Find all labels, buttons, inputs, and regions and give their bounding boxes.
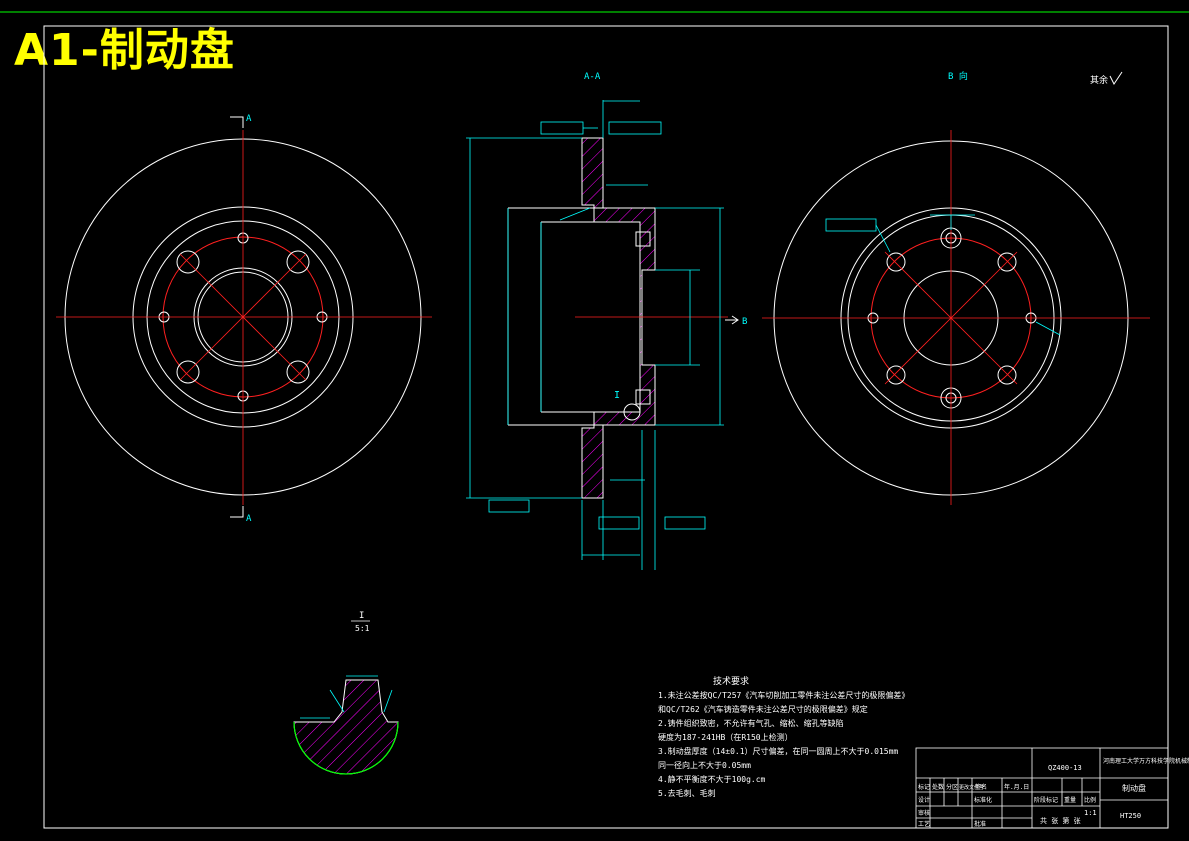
tb-label-process: 工艺 <box>918 820 930 828</box>
front-view: A A <box>56 114 432 524</box>
tb-scale-value: 1:1 <box>1084 809 1097 817</box>
tech-line-2: 和QC/T262《汽车铸造零件未注公差尺寸的极限偏差》规定 <box>658 704 868 714</box>
cut-label-bottom: A <box>246 514 252 524</box>
title-block-text: 河南理工大学万方科技学院机械制造 QZ400-13 制动盘 HT250 1:1 … <box>918 757 1189 828</box>
section-hatch <box>581 137 656 499</box>
tech-line-8: 5.去毛刺、毛刺 <box>658 788 716 798</box>
tech-line-3: 2.铸件组织致密，不允许有气孔、缩松、缩孔等缺陷 <box>658 718 844 728</box>
drawing-title: A1-制动盘 <box>14 25 235 76</box>
tb-part-name: 制动盘 <box>1122 783 1146 793</box>
detail-label: I <box>359 611 364 621</box>
tb-drawing-no: QZ400-13 <box>1048 764 1082 772</box>
tech-heading: 技术要求 <box>713 675 749 687</box>
tb-label-mark: 标记 <box>918 783 930 791</box>
view-b: B 向 <box>762 70 1150 505</box>
tb-label-stage: 阶段标记 <box>1034 796 1058 804</box>
detail-marker: I <box>614 390 620 401</box>
section-label: A-A <box>584 72 601 82</box>
tech-line-5: 3.制动盘厚度（14±0.1）尺寸偏差，在同一圆周上不大于0.015mm <box>658 746 898 756</box>
tech-line-1: 1.未注公差按QC/T257《汽车切削加工零件未注公差尺寸的极限偏差》 <box>658 690 909 700</box>
detail-view: I 5:1 <box>293 611 399 775</box>
detail-scale: 5:1 <box>355 624 370 633</box>
tb-label-design: 设计 <box>918 796 930 804</box>
view-b-label: B 向 <box>948 70 968 82</box>
tb-sheet-info: 共 张 第 张 <box>1040 816 1081 825</box>
tb-label-count: 处数 <box>932 783 944 791</box>
tech-line-6: 同一径向上不大于0.05mm <box>658 760 751 770</box>
tb-material: HT250 <box>1120 812 1141 820</box>
tb-label-change: 更改文件号 <box>959 784 984 791</box>
svg-text:其余: 其余 <box>1090 74 1108 86</box>
tech-line-4: 硬度为187-241HB（在R150上检测） <box>658 732 793 742</box>
tb-label-signature: 签名 <box>975 783 987 791</box>
tb-label-approve: 批准 <box>974 820 986 828</box>
tech-line-7: 4.静不平衡度不大于100g.cm <box>658 774 766 784</box>
tb-label-scale: 比例 <box>1084 796 1096 804</box>
drawing-frame <box>43 25 1169 829</box>
tech-requirements: 技术要求 1.未注公差按QC/T257《汽车切削加工零件未注公差尺寸的极限偏差》… <box>658 675 909 798</box>
arrow-b-label: B <box>742 317 747 327</box>
surface-finish-note: 其余 <box>1090 71 1123 86</box>
tb-label-zone: 分区 <box>946 783 958 791</box>
section-view: A-A <box>466 72 747 570</box>
tb-label-standardize: 标准化 <box>974 796 992 804</box>
tb-label-weight: 重量 <box>1064 796 1076 804</box>
tb-label-review: 审核 <box>918 809 930 817</box>
title-block <box>915 747 1169 829</box>
tb-label-date: 年.月.日 <box>1004 783 1029 791</box>
tb-school: 河南理工大学万方科技学院机械制造 <box>1103 757 1189 765</box>
cut-label-top: A <box>246 114 252 124</box>
